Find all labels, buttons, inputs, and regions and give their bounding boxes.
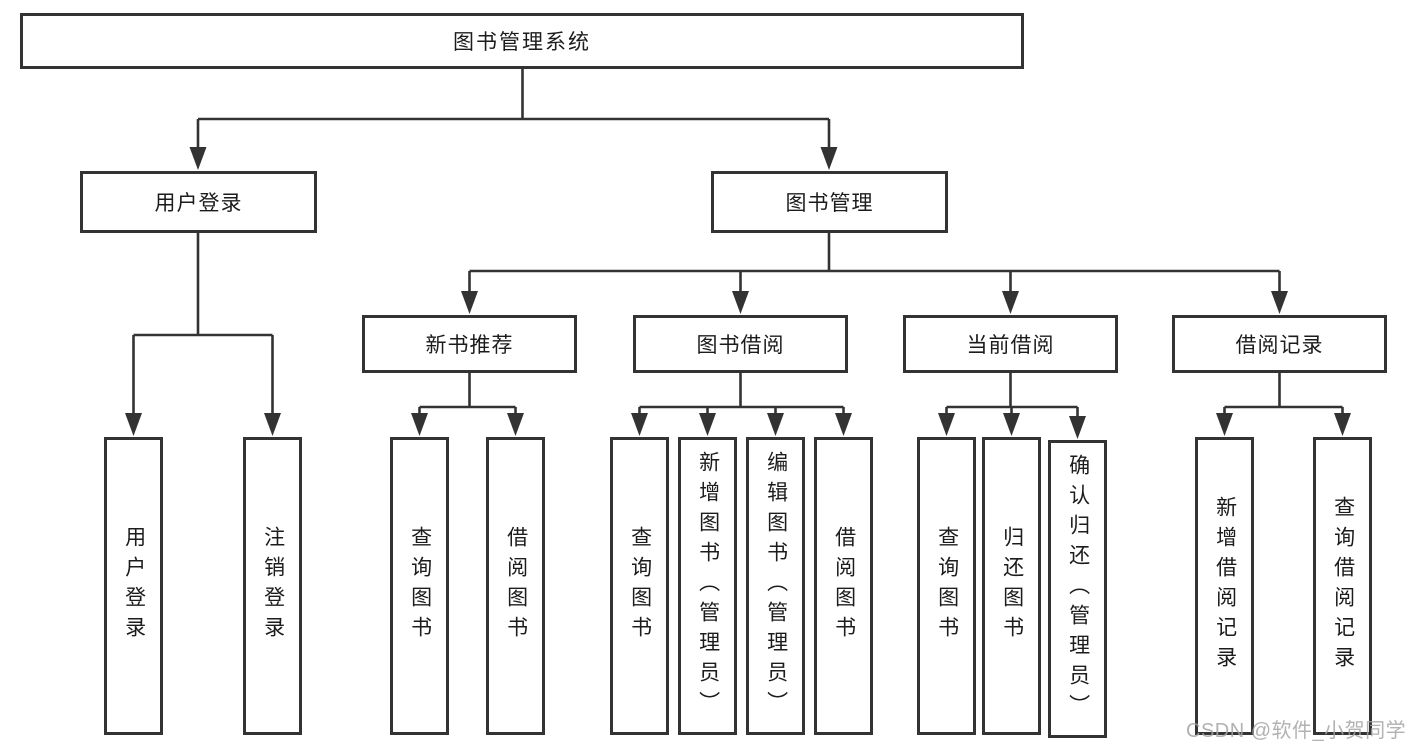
leaf-query-books-2: 查询图书 [610, 437, 669, 735]
leaf-query-borrow-record: 查询借阅记录 [1313, 437, 1372, 735]
node-label: 图书借阅 [696, 334, 785, 357]
node-label: 图书管理 [785, 192, 874, 215]
node-label: 新书推荐 [425, 334, 514, 357]
leaf-label: 用户登录 [122, 526, 146, 646]
leaf-label: 查询图书 [935, 526, 959, 646]
csdn-watermark: CSDN @软件_小贺同学 [1186, 720, 1405, 742]
leaf-logout: 注销登录 [243, 437, 302, 735]
leaf-edit-books-admin: 编辑图书（管理员） [746, 437, 805, 735]
leaf-add-borrow-record: 新增借阅记录 [1195, 437, 1254, 735]
node-current-borrow: 当前借阅 [903, 315, 1118, 373]
arrowheads-new-book-children [411, 413, 524, 436]
leaf-label: 新增图书（管理员） [696, 451, 720, 721]
connector-root-to-level2 [196, 69, 831, 150]
connector-current-borrow-children [945, 373, 1079, 419]
leaf-query-books-3: 查询图书 [917, 437, 976, 735]
leaf-add-books-admin: 新增图书（管理员） [678, 437, 737, 735]
leaf-query-books-1: 查询图书 [390, 437, 449, 735]
leaf-label: 借阅图书 [504, 526, 528, 646]
connector-book-mgmt-to-level3 [468, 233, 1281, 294]
arrowheads-current-borrow-children [938, 413, 1086, 439]
arrowheads-level3 [461, 291, 1288, 314]
connector-borrow-record-children [1223, 373, 1344, 416]
connector-user-login-children [132, 233, 274, 416]
node-new-book-recommend: 新书推荐 [362, 315, 577, 373]
node-label: 借阅记录 [1235, 334, 1324, 357]
node-book-borrow: 图书借阅 [633, 315, 848, 373]
node-label: 当前借阅 [966, 334, 1055, 357]
node-borrow-record: 借阅记录 [1172, 315, 1387, 373]
arrowheads-borrow-record-children [1216, 413, 1351, 436]
leaf-return-books: 归还图书 [982, 437, 1041, 735]
leaf-label: 编辑图书（管理员） [764, 451, 788, 721]
leaf-label: 注销登录 [261, 526, 285, 646]
leaf-borrow-books-2: 借阅图书 [814, 437, 873, 735]
node-user-login: 用户登录 [80, 171, 317, 233]
arrowheads-user-login-children [125, 413, 281, 436]
leaf-label: 查询图书 [628, 526, 652, 646]
leaf-label: 借阅图书 [832, 526, 856, 646]
connector-new-book-children [418, 373, 517, 416]
node-book-management: 图书管理 [711, 171, 948, 233]
arrowheads-level2 [189, 147, 838, 170]
leaf-label: 归还图书 [1000, 526, 1024, 646]
node-label: 图书管理系统 [453, 31, 591, 54]
leaf-borrow-books-1: 借阅图书 [486, 437, 545, 735]
leaf-label: 查询图书 [408, 526, 432, 646]
leaf-user-login: 用户登录 [104, 437, 163, 735]
connector-book-borrow-children [638, 373, 845, 416]
node-library-management-system: 图书管理系统 [20, 13, 1024, 69]
leaf-label: 查询借阅记录 [1331, 496, 1355, 676]
leaf-label: 确认归还（管理员） [1066, 454, 1090, 724]
leaf-confirm-return-admin: 确认归还（管理员） [1048, 440, 1107, 738]
node-label: 用户登录 [154, 192, 243, 215]
leaf-label: 新增借阅记录 [1213, 496, 1237, 676]
arrowheads-book-borrow-children [631, 413, 852, 436]
